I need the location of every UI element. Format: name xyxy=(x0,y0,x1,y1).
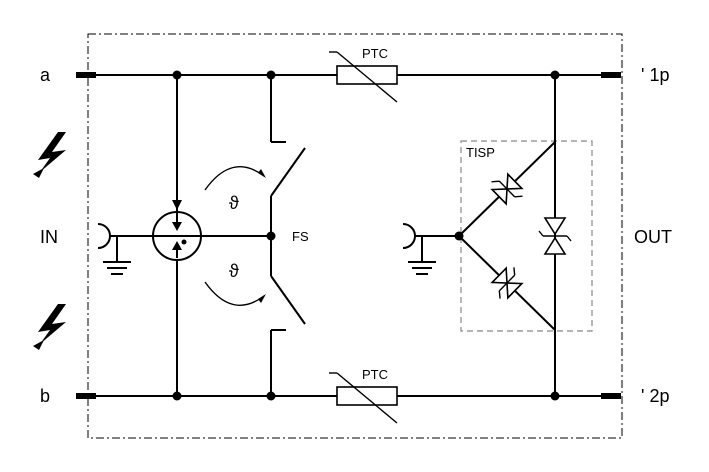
label-2p: ' 2p xyxy=(641,386,669,406)
ptc-resistor-top xyxy=(329,51,398,103)
label-b: b xyxy=(40,386,50,406)
label-1p: ' 1p xyxy=(641,65,669,85)
ptc-resistor-bottom xyxy=(329,372,398,424)
label-ptc-top: PTC xyxy=(362,46,388,61)
label-a: a xyxy=(40,65,51,85)
label-theta-bottom: ϑ xyxy=(229,261,239,281)
thermal-arrow-bottom xyxy=(204,281,266,306)
enclosure-outline xyxy=(87,33,623,439)
lightning-icon xyxy=(33,304,66,350)
label-tisp: TISP xyxy=(466,145,495,160)
label-in: IN xyxy=(40,227,58,247)
junction-dots xyxy=(172,70,560,401)
gas-discharge-tube xyxy=(152,75,202,396)
label-out: OUT xyxy=(634,227,672,247)
tisp-protector xyxy=(458,75,572,396)
output-ground xyxy=(402,223,459,275)
thermal-arrow-top xyxy=(204,166,266,191)
lightning-icon xyxy=(33,132,66,178)
label-fs: FS xyxy=(292,229,309,244)
input-ground xyxy=(97,223,153,275)
label-ptc-bottom: PTC xyxy=(362,367,388,382)
label-theta-top: ϑ xyxy=(229,193,239,213)
tisp-box xyxy=(460,140,593,332)
